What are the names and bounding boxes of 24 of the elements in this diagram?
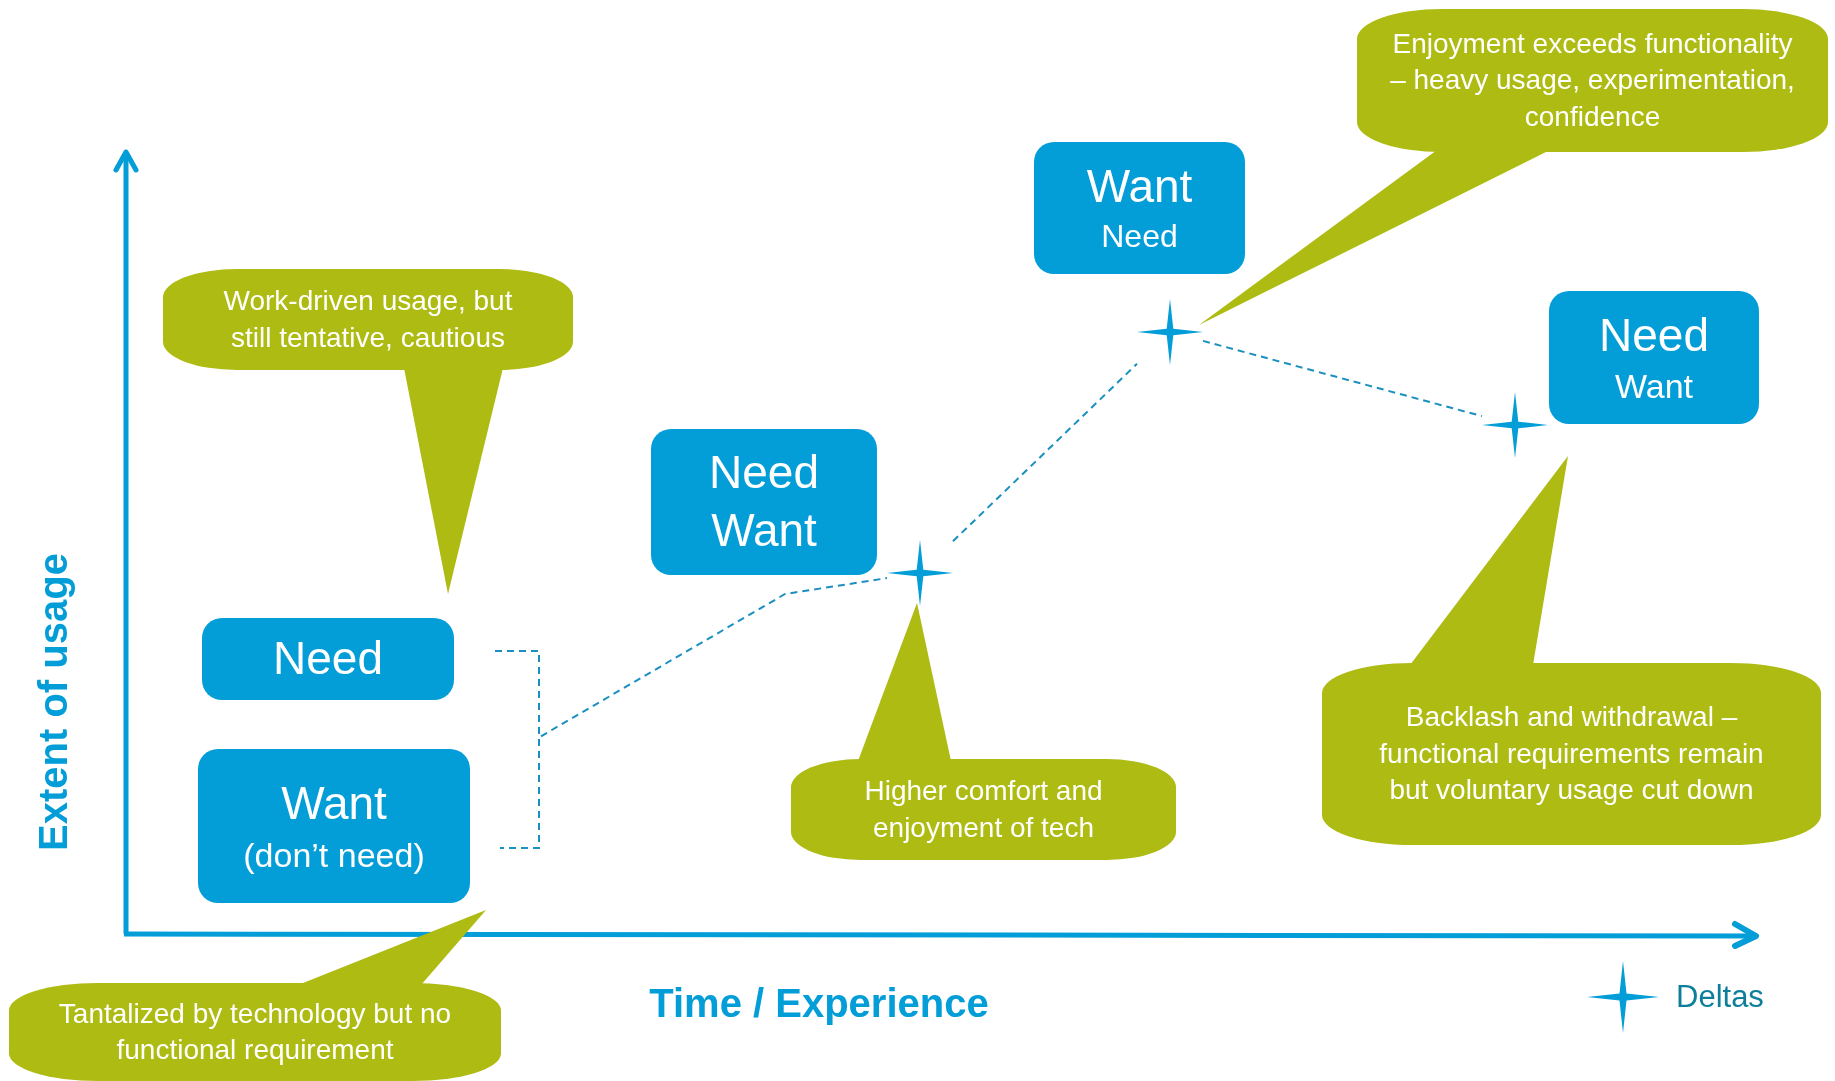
- box-title: Need: [273, 633, 383, 685]
- box-subtitle: (don’t need): [243, 835, 425, 874]
- box-title: Want: [281, 778, 387, 830]
- rounded-box: [1549, 291, 1759, 424]
- axis-label: Extent of usage: [30, 553, 76, 851]
- callout-text: Backlash and withdrawal – functional requirements remain but voluntary usage cut down: [1378, 700, 1765, 808]
- box-subtitle: Want: [1614, 367, 1694, 406]
- rounded-box: [1034, 142, 1245, 274]
- box-title: Need: [709, 447, 819, 499]
- legend-label: Deltas: [1676, 979, 1764, 1015]
- dashed-connector: [1202, 339, 1483, 418]
- box-subtitle: Need: [1101, 218, 1178, 255]
- box-title: Want: [1086, 161, 1193, 213]
- rounded-box: [651, 429, 877, 575]
- callout-text: Enjoyment exceeds functionality – heavy usage, experimentation, confidence: [1389, 26, 1796, 134]
- dashed-connector: [540, 577, 888, 738]
- box-subtitle: Want: [711, 505, 817, 557]
- box-title: Need: [1599, 309, 1709, 362]
- rounded-box: [202, 618, 454, 700]
- callout-text: Tantalized by technology but no functional requirement: [57, 996, 453, 1067]
- callout-text: Work-driven usage, but still tentative, cautious: [222, 284, 514, 355]
- axis-label: Time / Experience: [649, 980, 989, 1026]
- rounded-box: [198, 749, 470, 903]
- callout-text: Higher comfort and enjoyment of tech: [863, 774, 1104, 845]
